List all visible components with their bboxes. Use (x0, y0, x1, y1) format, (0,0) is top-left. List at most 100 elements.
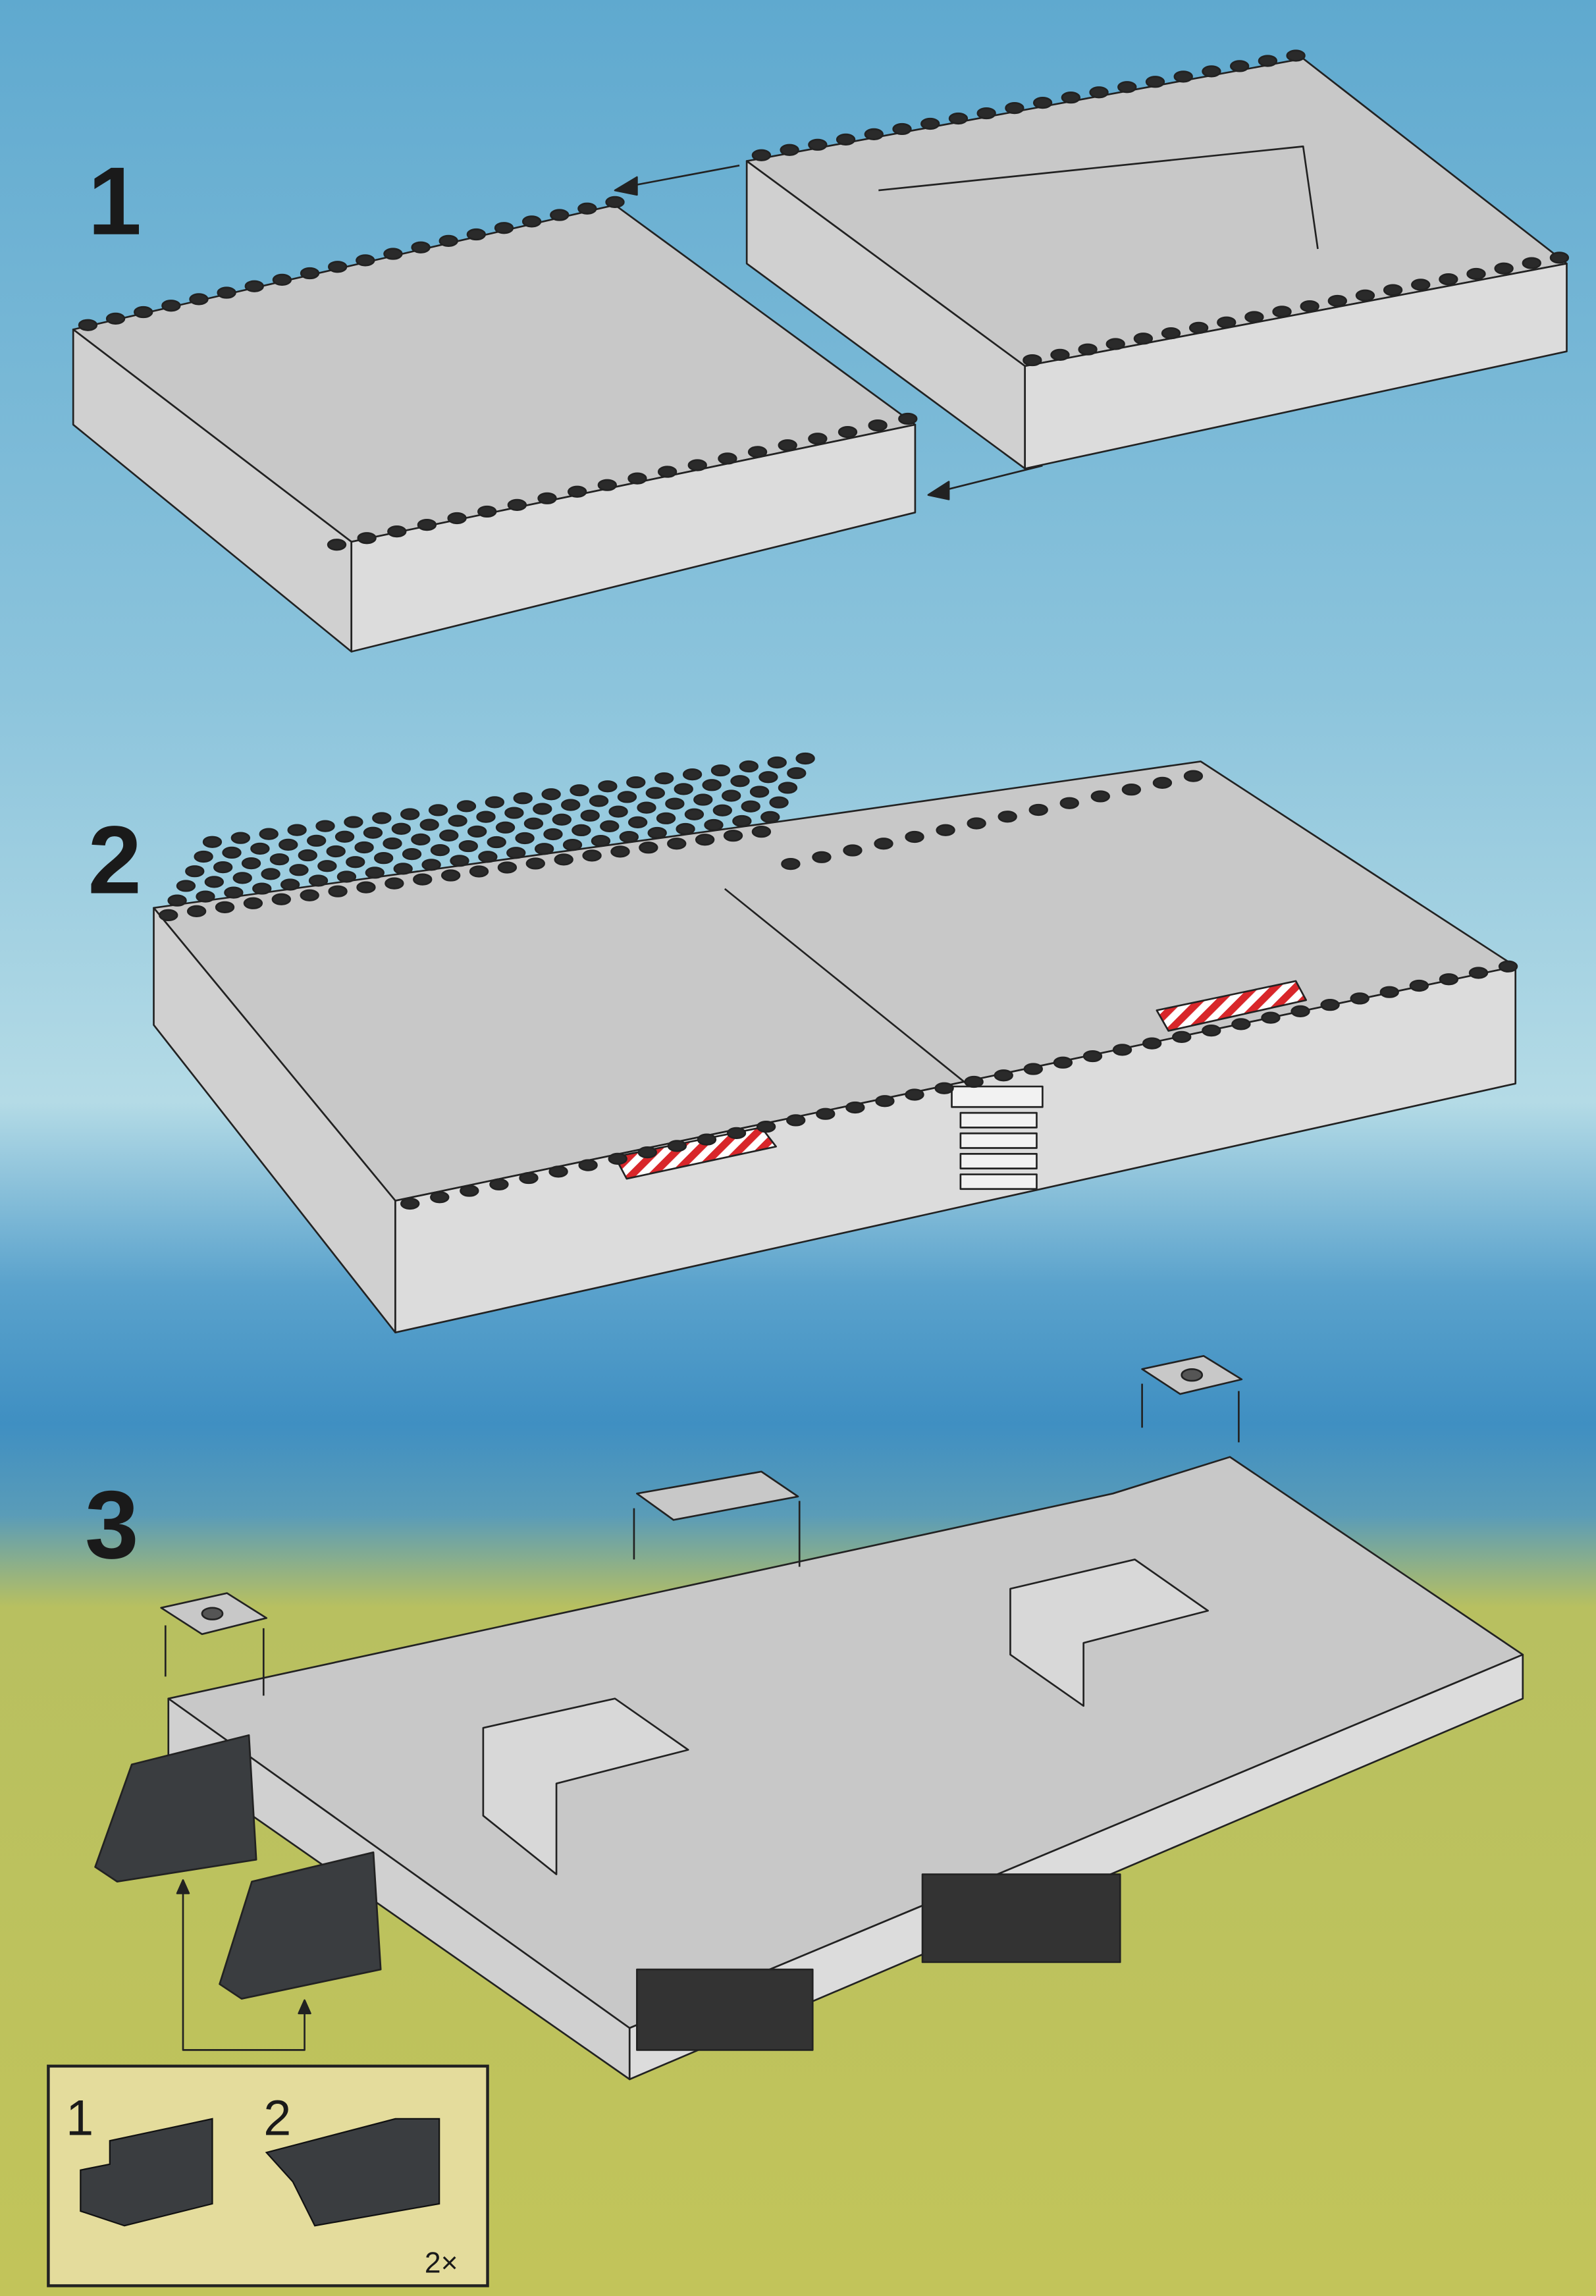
step-1-assembly (72, 49, 1570, 653)
stud (570, 784, 589, 797)
stud (747, 446, 768, 458)
stud (1053, 1056, 1073, 1069)
stud (723, 830, 743, 842)
stud (665, 797, 685, 810)
step-number-2: 2 (88, 807, 142, 915)
stud (548, 1165, 568, 1178)
box-recess (482, 1697, 689, 1875)
stud (667, 1140, 687, 1152)
stud (654, 772, 674, 785)
stud (1355, 289, 1375, 302)
stud (1350, 992, 1370, 1005)
stud (1028, 803, 1048, 816)
stud (383, 837, 402, 850)
stud (1188, 321, 1209, 334)
stud (627, 472, 647, 485)
stud (439, 829, 459, 841)
stud (1300, 300, 1319, 313)
stud (185, 865, 205, 878)
stud (476, 811, 496, 823)
stud (300, 889, 319, 901)
stud (721, 789, 741, 802)
stud (477, 505, 497, 518)
stud (525, 857, 545, 870)
stud (315, 820, 335, 832)
stud (413, 873, 433, 886)
stud (504, 807, 524, 819)
stud (1549, 252, 1570, 264)
inset-brick-1 (80, 2118, 213, 2227)
stud (598, 780, 618, 793)
stud (215, 901, 235, 913)
stud (758, 771, 778, 784)
stud (430, 1191, 450, 1204)
stud (252, 882, 272, 895)
stud (447, 512, 467, 525)
stud (78, 319, 98, 331)
stud (578, 1159, 598, 1171)
stud (1133, 333, 1154, 345)
stud (507, 498, 527, 511)
stud (749, 786, 770, 798)
stud (845, 1101, 865, 1114)
stud (816, 1108, 836, 1120)
stud (795, 752, 815, 765)
stud (562, 839, 583, 851)
stud (808, 138, 828, 151)
stud (778, 439, 797, 452)
stud (1121, 784, 1142, 796)
inset-step-2: 2 (263, 2091, 291, 2146)
stud (667, 838, 687, 850)
small-plate (160, 1592, 268, 1636)
stud (250, 842, 270, 855)
stud (469, 865, 489, 878)
stud (1061, 92, 1081, 104)
stud (1112, 1044, 1132, 1056)
stud (336, 870, 357, 883)
stud (487, 836, 506, 849)
stud (430, 843, 450, 857)
stud (589, 795, 609, 807)
stud (704, 818, 724, 832)
stud (217, 286, 236, 299)
left-baseplate (72, 204, 917, 653)
stud (1466, 267, 1486, 280)
stud (456, 800, 477, 813)
stud (450, 855, 469, 867)
stud (1439, 973, 1459, 986)
stud (1152, 776, 1173, 789)
stud (346, 856, 365, 868)
stud (1379, 986, 1399, 998)
stud (1411, 279, 1431, 291)
stud (617, 791, 637, 803)
stud (1468, 967, 1489, 979)
stud (1023, 1063, 1043, 1075)
stud (1261, 1011, 1281, 1024)
stud-grid (921, 1873, 1121, 1963)
stud (385, 877, 404, 890)
stud (533, 803, 552, 815)
stud (261, 868, 280, 880)
stud (676, 822, 695, 836)
stud (608, 1152, 627, 1165)
stud (637, 801, 656, 814)
stud (808, 433, 828, 445)
stud (1183, 770, 1204, 782)
stud (892, 122, 912, 136)
stud (134, 306, 153, 319)
stud (751, 826, 772, 838)
stud (232, 872, 252, 884)
stud (684, 808, 705, 820)
stud (1320, 999, 1340, 1011)
stud (619, 830, 639, 843)
stud (243, 897, 263, 909)
stud (448, 814, 467, 827)
stud (905, 830, 924, 843)
stud (1117, 81, 1137, 93)
stud (726, 1127, 747, 1140)
stud (513, 792, 533, 805)
stud (572, 824, 591, 837)
stud (780, 144, 799, 156)
stud (497, 861, 518, 874)
